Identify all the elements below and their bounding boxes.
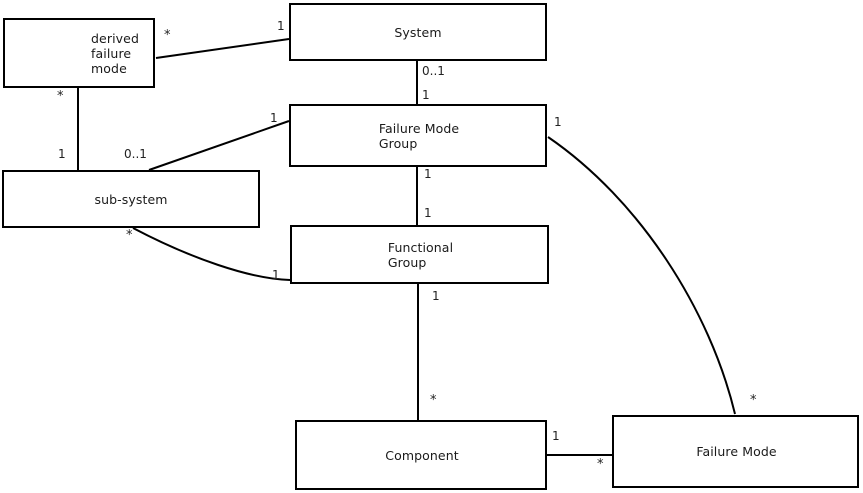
- multiplicity-label-m-fg-component-one: 1: [432, 289, 440, 303]
- multiplicity-label-m-fm-fmg-star: *: [750, 393, 757, 408]
- multiplicity-label-m-system-dfm-one: 1: [277, 19, 285, 33]
- multiplicity-label-m-fmg-subsystem-one: 1: [270, 111, 278, 125]
- multiplicity-label-m-fg-subsystem-one: 1: [272, 268, 280, 282]
- multiplicity-label-m-fm-component-star: *: [597, 457, 604, 472]
- class-box-failure-mode[interactable]: Failure Mode: [612, 415, 859, 488]
- class-box-failure-mode-group[interactable]: Failure Mode Group: [289, 104, 547, 167]
- multiplicity-label-m-fmg-fg-one: 1: [424, 167, 432, 181]
- class-box-system[interactable]: System: [289, 3, 547, 61]
- multiplicity-label-m-fmg-fm-one: 1: [554, 115, 562, 129]
- association-sub-system-to-functional-group: [132, 227, 291, 281]
- class-name-component: Component: [385, 447, 459, 463]
- multiplicity-label-m-subsystem-fg-star: *: [126, 228, 133, 243]
- association-sub-system-to-failure-mode-group: [148, 120, 290, 171]
- multiplicity-label-m-dfm-subsystem-star: *: [57, 89, 64, 104]
- class-name-sub-system: sub-system: [94, 191, 168, 207]
- multiplicity-label-m-fmg-system-one: 1: [422, 88, 430, 102]
- class-name-functional-group: Functional Group: [387, 239, 454, 270]
- class-name-system: System: [394, 24, 442, 40]
- multiplicity-label-m-component-fg-star: *: [430, 393, 437, 408]
- class-name-failure-mode: Failure Mode: [696, 444, 777, 459]
- multiplicity-label-m-subsystem-dfm-one: 1: [58, 147, 66, 161]
- multiplicity-label-m-fg-fmg-one: 1: [424, 206, 432, 220]
- multiplicity-label-m-subsystem-fmg-zero-one: 0..1: [124, 147, 147, 161]
- multiplicity-label-m-dfm-system-star: *: [164, 28, 171, 43]
- class-name-failure-mode-group: Failure Mode Group: [378, 120, 460, 151]
- association-derived-failure-mode-to-system: [155, 38, 290, 59]
- multiplicity-label-m-system-fmg-zero-one: 0..1: [422, 64, 445, 78]
- class-name-derived-failure-mode: derived failure mode: [91, 30, 139, 76]
- association-failure-mode-group-to-failure-mode: [547, 136, 736, 415]
- class-box-functional-group[interactable]: Functional Group: [290, 225, 549, 284]
- class-box-derived-failure-mode[interactable]: derived failure mode: [3, 18, 155, 88]
- class-box-sub-system[interactable]: sub-system: [2, 170, 260, 228]
- class-box-component[interactable]: Component: [295, 420, 547, 490]
- multiplicity-label-m-component-fm-one: 1: [552, 429, 560, 443]
